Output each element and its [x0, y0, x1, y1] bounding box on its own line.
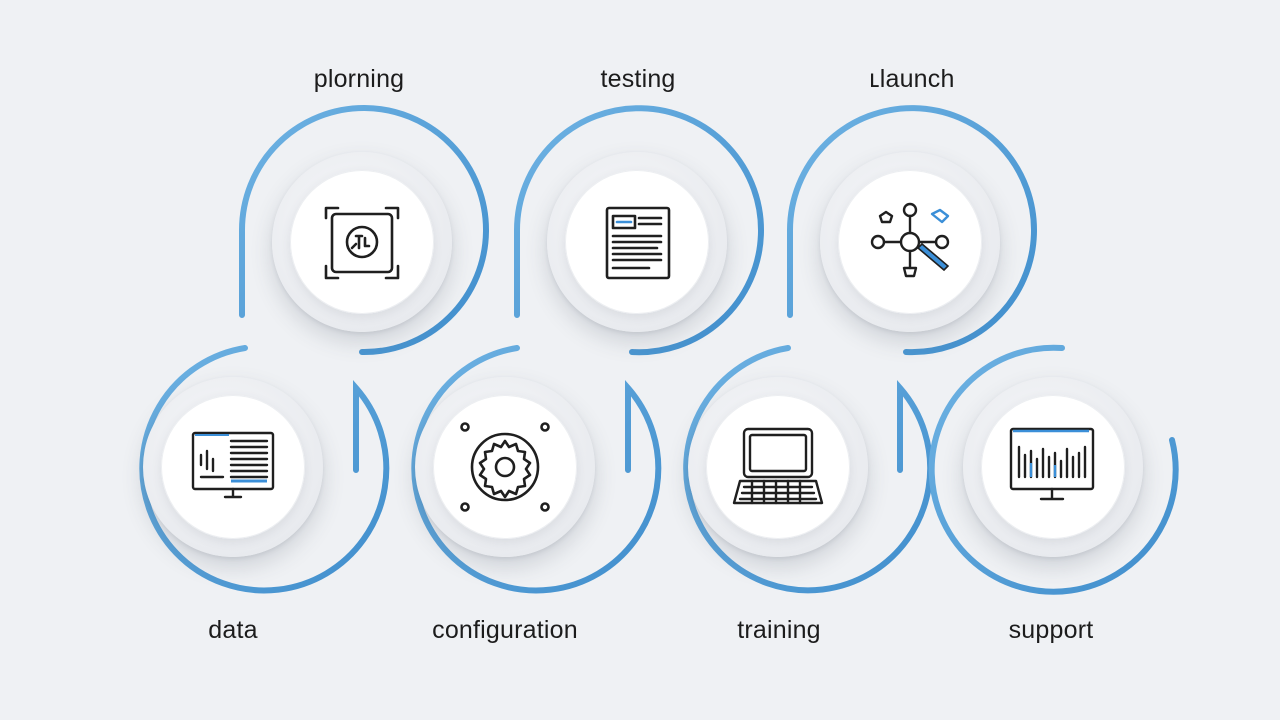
- step-label-support: support: [1008, 616, 1094, 644]
- step-data: [143, 377, 323, 557]
- monitor-bars-icon: [1009, 427, 1095, 501]
- document-icon: [605, 206, 671, 280]
- step-configuration: [415, 377, 595, 557]
- step-label-training: training: [737, 616, 821, 644]
- step-label-testing: testing: [600, 65, 676, 93]
- monitor-data-icon: [191, 431, 275, 499]
- gear-icon: [460, 422, 550, 512]
- step-launch: [820, 152, 1000, 332]
- step-label-configuration: configuration: [432, 616, 578, 644]
- computer-keyboard-icon: [732, 427, 824, 505]
- step-label-launch: ʟlaunch: [869, 65, 955, 93]
- step-testing: [547, 152, 727, 332]
- step-support: [963, 377, 1143, 557]
- plan-target-icon: [324, 206, 400, 280]
- step-label-data: data: [208, 616, 258, 644]
- step-training: [688, 377, 868, 557]
- network-nodes-icon: [870, 202, 950, 278]
- step-plorning: [272, 152, 452, 332]
- step-label-plorning: plorning: [313, 65, 405, 93]
